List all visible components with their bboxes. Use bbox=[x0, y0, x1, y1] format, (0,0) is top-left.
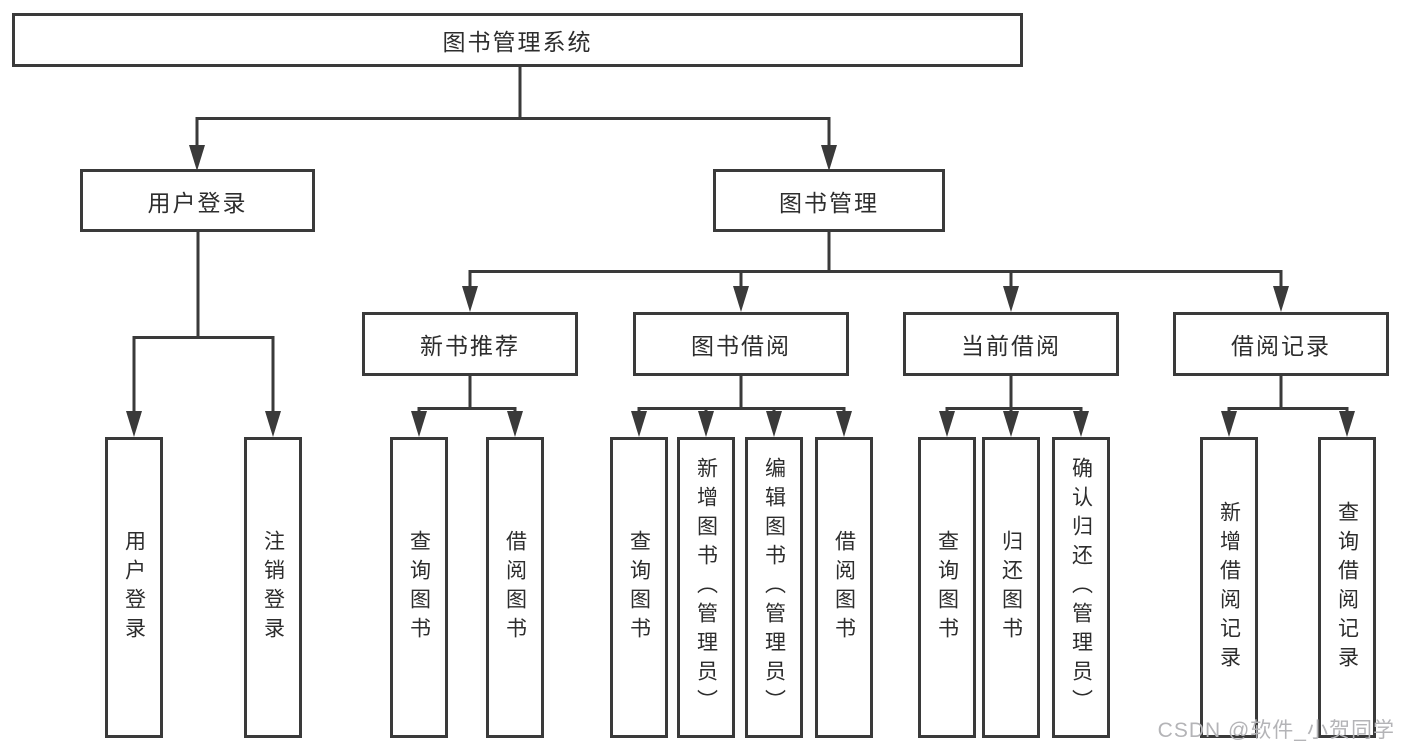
node-book-borrow: 图书借阅 bbox=[633, 312, 849, 376]
connector-book-management bbox=[462, 232, 1289, 312]
connector-user-login bbox=[126, 232, 281, 437]
leaf-user-login: 用户登录 bbox=[105, 437, 163, 738]
leaf-newbook-query-books-label: 查询图书 bbox=[407, 529, 431, 646]
leaf-current-query-books-label: 查询图书 bbox=[935, 529, 959, 646]
node-root-label: 图书管理系统 bbox=[442, 29, 593, 55]
connector-current-borrow bbox=[939, 376, 1089, 437]
leaf-current-confirm-return-admin-label: 确认归还（管理员） bbox=[1069, 457, 1093, 718]
node-borrow-records: 借阅记录 bbox=[1173, 312, 1389, 376]
watermark: CSDN @软件_小贺同学 bbox=[1157, 719, 1395, 742]
node-root: 图书管理系统 bbox=[12, 13, 1023, 67]
node-current-borrow-label: 当前借阅 bbox=[961, 333, 1061, 359]
leaf-current-return-books-label: 归还图书 bbox=[999, 529, 1023, 646]
node-new-book-recommend: 新书推荐 bbox=[362, 312, 578, 376]
connector-root-to-level2 bbox=[189, 67, 837, 171]
leaf-borrow-borrow-books-label: 借阅图书 bbox=[832, 529, 856, 646]
leaf-borrow-query-books: 查询图书 bbox=[610, 437, 668, 738]
node-new-book-recommend-label: 新书推荐 bbox=[420, 333, 520, 359]
node-book-borrow-label: 图书借阅 bbox=[691, 333, 791, 359]
leaf-current-return-books: 归还图书 bbox=[982, 437, 1040, 738]
node-book-management: 图书管理 bbox=[713, 169, 945, 232]
leaf-borrow-query-books-label: 查询图书 bbox=[627, 529, 651, 646]
node-current-borrow: 当前借阅 bbox=[903, 312, 1119, 376]
leaf-newbook-query-books: 查询图书 bbox=[390, 437, 448, 738]
leaf-logout-label: 注销登录 bbox=[261, 529, 285, 646]
leaf-current-confirm-return-admin: 确认归还（管理员） bbox=[1052, 437, 1110, 738]
connector-new-book-recommend bbox=[411, 376, 523, 437]
leaf-logout: 注销登录 bbox=[244, 437, 302, 738]
leaf-borrow-edit-books-admin-label: 编辑图书（管理员） bbox=[762, 457, 786, 718]
leaf-records-query-record-label: 查询借阅记录 bbox=[1335, 500, 1359, 675]
leaf-newbook-borrow-books: 借阅图书 bbox=[486, 437, 544, 738]
node-borrow-records-label: 借阅记录 bbox=[1231, 333, 1331, 359]
leaf-user-login-label: 用户登录 bbox=[122, 529, 146, 646]
leaf-newbook-borrow-books-label: 借阅图书 bbox=[503, 529, 527, 646]
node-book-management-label: 图书管理 bbox=[779, 189, 879, 216]
node-user-login-label: 用户登录 bbox=[147, 189, 248, 216]
connector-borrow-records bbox=[1221, 376, 1355, 437]
leaf-records-add-record-label: 新增借阅记录 bbox=[1217, 500, 1241, 675]
leaf-borrow-edit-books-admin: 编辑图书（管理员） bbox=[745, 437, 803, 738]
leaf-borrow-add-books-admin: 新增图书（管理员） bbox=[677, 437, 735, 738]
leaf-borrow-borrow-books: 借阅图书 bbox=[815, 437, 873, 738]
leaf-records-add-record: 新增借阅记录 bbox=[1200, 437, 1258, 738]
leaf-borrow-add-books-admin-label: 新增图书（管理员） bbox=[694, 457, 718, 718]
connector-book-borrow bbox=[631, 376, 852, 437]
leaf-records-query-record: 查询借阅记录 bbox=[1318, 437, 1376, 738]
leaf-current-query-books: 查询图书 bbox=[918, 437, 976, 738]
node-user-login: 用户登录 bbox=[80, 169, 315, 232]
